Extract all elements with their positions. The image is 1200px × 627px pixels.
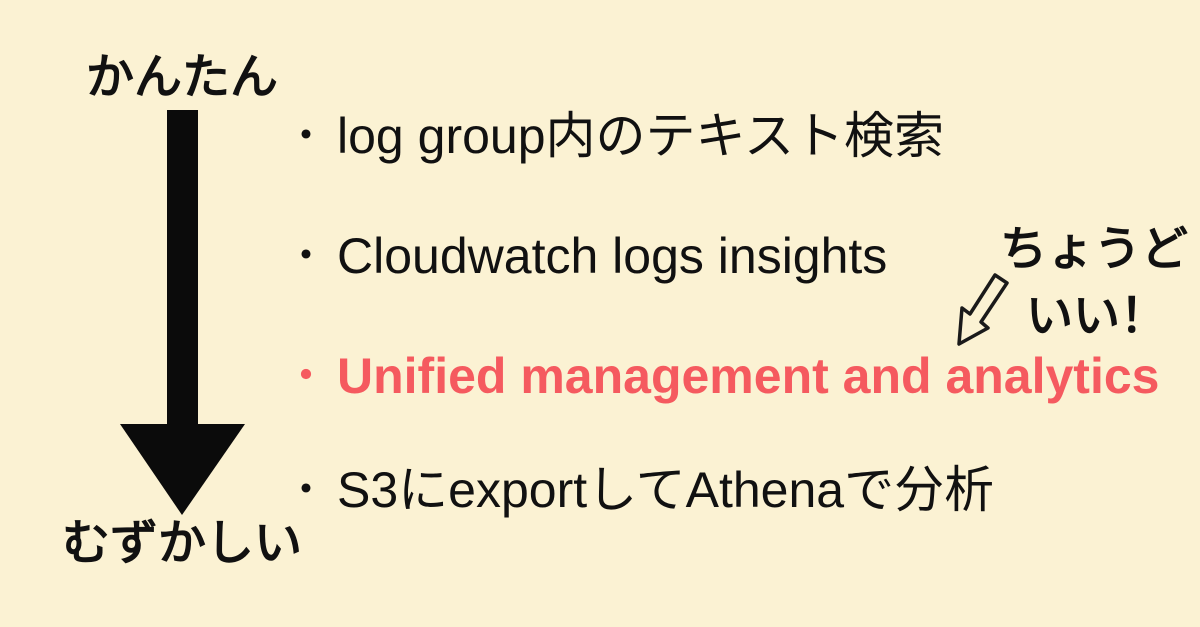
- list-item-text: log group内のテキスト検索: [337, 108, 945, 164]
- list-item-text: Unified management and analytics: [337, 348, 1160, 404]
- bullet: ・: [285, 112, 328, 159]
- hard-label: むずかしい: [62, 517, 303, 570]
- difficulty-down-arrow-icon: [119, 110, 246, 516]
- bullet: ・: [285, 466, 328, 513]
- callout-text-line2: いい！: [1026, 289, 1167, 342]
- list-item-cloudwatch-logs-insights: ・Cloudwatch logs insights: [285, 226, 887, 286]
- list-item-s3-export-athena: ・S3にexportしてAthenaで分析: [285, 460, 994, 520]
- list-item-text: Cloudwatch logs insights: [337, 228, 888, 284]
- list-item-text: S3にexportしてAthenaで分析: [337, 462, 995, 518]
- down-left-outline-arrow-icon: [953, 272, 1017, 350]
- list-item-unified-management-highlighted: ・Unified management and analytics: [285, 346, 1159, 406]
- list-item-log-group-search: ・log group内のテキスト検索: [285, 106, 944, 166]
- easy-label: かんたん: [86, 51, 279, 104]
- callout-text-line1: ちょうど: [1000, 222, 1188, 275]
- bullet: ・: [285, 232, 328, 279]
- bullet: ・: [285, 352, 328, 399]
